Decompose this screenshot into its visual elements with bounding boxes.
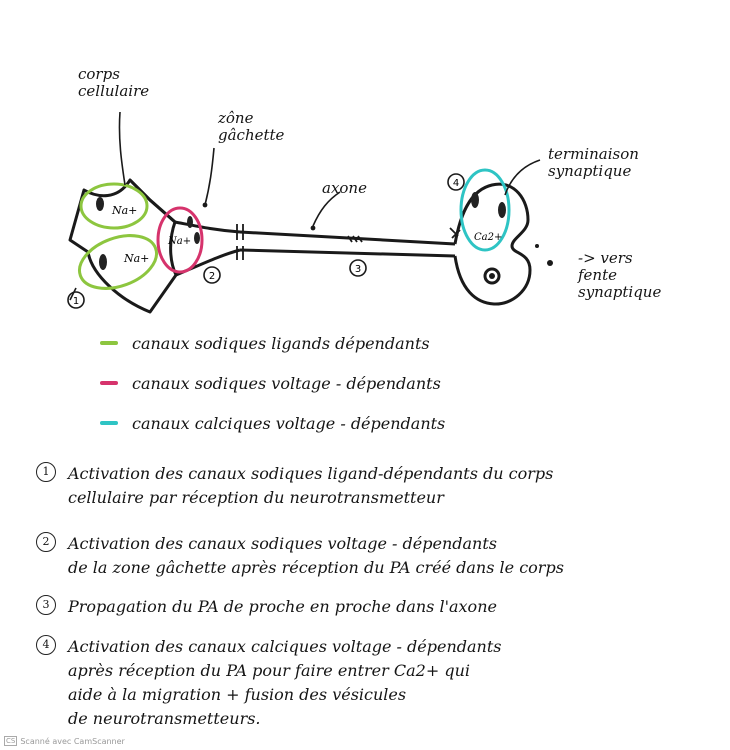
- step-item: 1 Activation des canaux sodiques ligand-d…: [36, 462, 676, 510]
- step-marker-4: 4: [447, 173, 465, 191]
- ion-label-na-c: Na+: [167, 236, 191, 247]
- legend-swatch: [100, 341, 118, 345]
- label-axon: axone: [322, 179, 367, 197]
- scanner-watermark: CS Scanné avec CamScanner: [4, 736, 125, 746]
- legend-label: canaux sodiques voltage - dépendants: [132, 373, 441, 393]
- svg-text:4: 4: [453, 178, 459, 189]
- step-text: Activation des canaux sodiques ligand-dé…: [68, 464, 554, 507]
- step-number: 4: [36, 635, 56, 655]
- svg-text:1: 1: [73, 296, 79, 307]
- step-number: 2: [36, 532, 56, 552]
- channel-pores: [96, 192, 506, 270]
- camscanner-badge: CS: [4, 736, 18, 746]
- legend-swatch: [100, 381, 118, 385]
- step-marker-3: 3: [349, 259, 367, 277]
- ion-label-na-b: Na+: [123, 252, 149, 265]
- step-marker-2: 2: [203, 266, 221, 284]
- label-trigger-zone: zône gâchette: [218, 109, 285, 144]
- svg-text:3: 3: [355, 264, 361, 275]
- ion-label-na-a: Na+: [111, 204, 137, 217]
- step-item: 4 Activation des canaux calciques voltage…: [36, 635, 676, 731]
- step-text: Propagation du PA de proche en proche da…: [68, 597, 497, 616]
- legend-item: canaux sodiques ligands dépendants: [100, 330, 430, 356]
- step-number: 1: [36, 462, 56, 482]
- step-marker-1: 1: [67, 291, 85, 309]
- legend-item: canaux calciques voltage - dépendants: [100, 410, 445, 436]
- legend-label: canaux calciques voltage - dépendants: [132, 413, 446, 433]
- svg-text:2: 2: [209, 271, 215, 282]
- ion-label-ca: Ca2+: [474, 232, 502, 243]
- na-voltage-channel-zone: [156, 206, 204, 274]
- neuron-diagram: Na+ Na+ Na+ Ca2+ 1 2 3 4: [67, 111, 553, 314]
- label-synaptic-terminal: terminaison synaptique: [548, 145, 639, 180]
- synaptic-terminal-outline: [453, 182, 532, 306]
- step-text: Activation des canaux calciques voltage …: [68, 637, 502, 728]
- step-item: 3 Propagation du PA de proche en proche d…: [36, 595, 676, 619]
- legend-label: canaux sodiques ligands dépendants: [132, 333, 430, 353]
- axon-line: [239, 230, 456, 258]
- ligand-channel-zone-upper: [79, 182, 149, 230]
- ca-voltage-channel-zone: [459, 168, 511, 252]
- cell-body-outline: [68, 178, 178, 314]
- ligand-channel-zone-lower: [78, 234, 158, 290]
- step-text: Activation des canaux sodiques voltage -…: [68, 534, 564, 577]
- label-cell-body: corps cellulaire: [78, 65, 150, 100]
- label-synaptic-cleft: -> vers fente synaptique: [578, 249, 662, 301]
- trigger-zone-outline: [174, 220, 241, 277]
- vesicle: [483, 267, 501, 285]
- camscanner-text: Scanné avec CamScanner: [20, 736, 125, 746]
- legend-swatch: [100, 421, 118, 425]
- legend-item: canaux sodiques voltage - dépendants: [100, 370, 441, 396]
- step-item: 2 Activation des canaux sodiques voltage …: [36, 532, 676, 580]
- step-number: 3: [36, 595, 56, 615]
